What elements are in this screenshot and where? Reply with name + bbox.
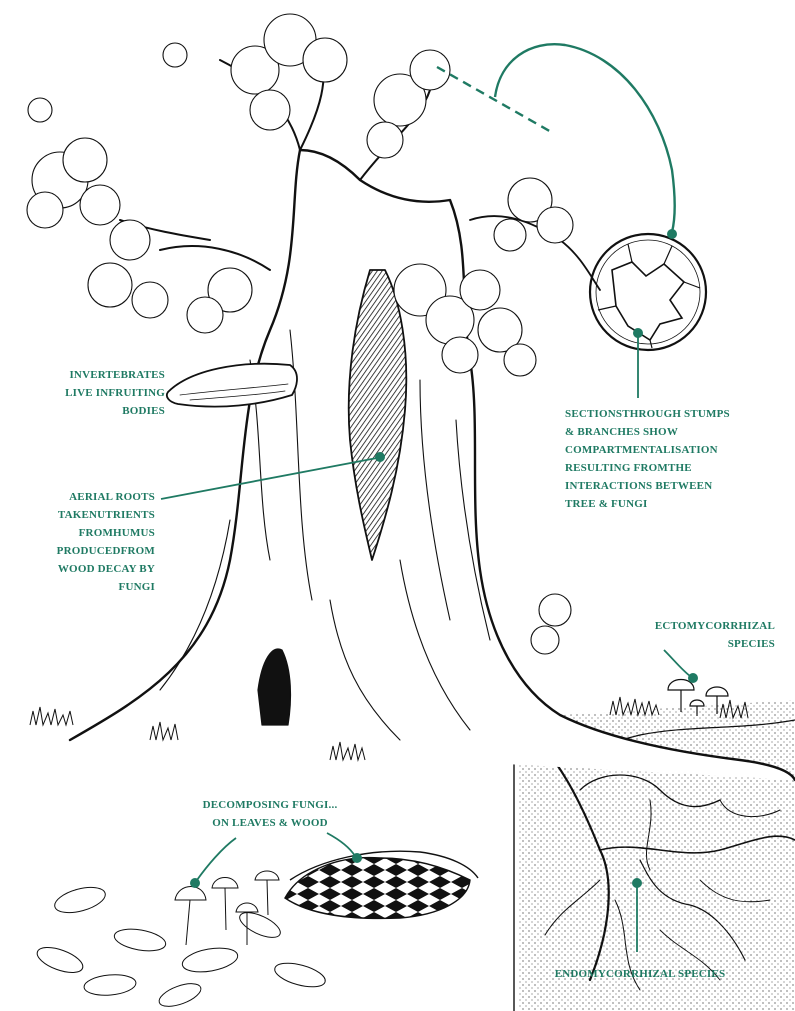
sections-line-5: INTERACTIONS BETWEEN xyxy=(565,477,730,495)
aerial-roots-line-2: TAKENUTRIENTS xyxy=(0,506,155,524)
ectomycorrhizal-label: ECTOMYCORRHIZAL SPECIES xyxy=(560,617,775,653)
invertebrates-line-3: BODIES xyxy=(0,402,165,420)
aerial-roots-line-4: PRODUCEDFROM xyxy=(0,542,155,560)
branch-cross-section-icon xyxy=(590,234,706,350)
decomposing-line-2: ON LEAVES & WOOD xyxy=(160,814,380,832)
aerial-roots-line-6: FUNGI xyxy=(0,578,155,596)
invertebrates-line-1: INVERTEBRATES xyxy=(0,366,165,384)
sections-line-1: SECTIONSTHROUGH STUMPS xyxy=(565,405,730,423)
decomposing-line-1: DECOMPOSING FUNGI... xyxy=(160,796,380,814)
sections-line-2: & BRANCHES SHOW xyxy=(565,423,730,441)
leaf-litter xyxy=(34,871,328,1011)
endomycorrhizal-label: ENDOMYCORRHIZAL SPECIES xyxy=(505,965,775,983)
ectomycorrhizal-line-1: ECTOMYCORRHIZAL xyxy=(560,617,775,635)
sections-line-6: TREE & FUNGI xyxy=(565,495,730,513)
invertebrates-label: INVERTEBRATES LIVE INFRUITING BODIES xyxy=(0,366,165,420)
sections-line-4: RESULTING FROMTHE xyxy=(565,459,730,477)
aerial-roots-line-1: AERIAL ROOTS xyxy=(0,488,155,506)
sections-line-3: COMPARTMENTALISATION xyxy=(565,441,730,459)
invertebrates-line-2: LIVE INFRUITING xyxy=(0,384,165,402)
ectomycorrhizal-line-2: SPECIES xyxy=(560,635,775,653)
decomposing-label: DECOMPOSING FUNGI... ON LEAVES & WOOD xyxy=(160,796,380,832)
endomycorrhizal-line-1: ENDOMYCORRHIZAL SPECIES xyxy=(505,965,775,983)
aerial-roots-line-3: FROMHUMUS xyxy=(0,524,155,542)
aerial-roots-label: AERIAL ROOTS TAKENUTRIENTS FROMHUMUS PRO… xyxy=(0,488,155,596)
sections-label: SECTIONSTHROUGH STUMPS & BRANCHES SHOW C… xyxy=(565,405,730,513)
decomposing-log xyxy=(285,851,478,918)
aerial-roots-line-5: WOOD DECAY BY xyxy=(0,560,155,578)
